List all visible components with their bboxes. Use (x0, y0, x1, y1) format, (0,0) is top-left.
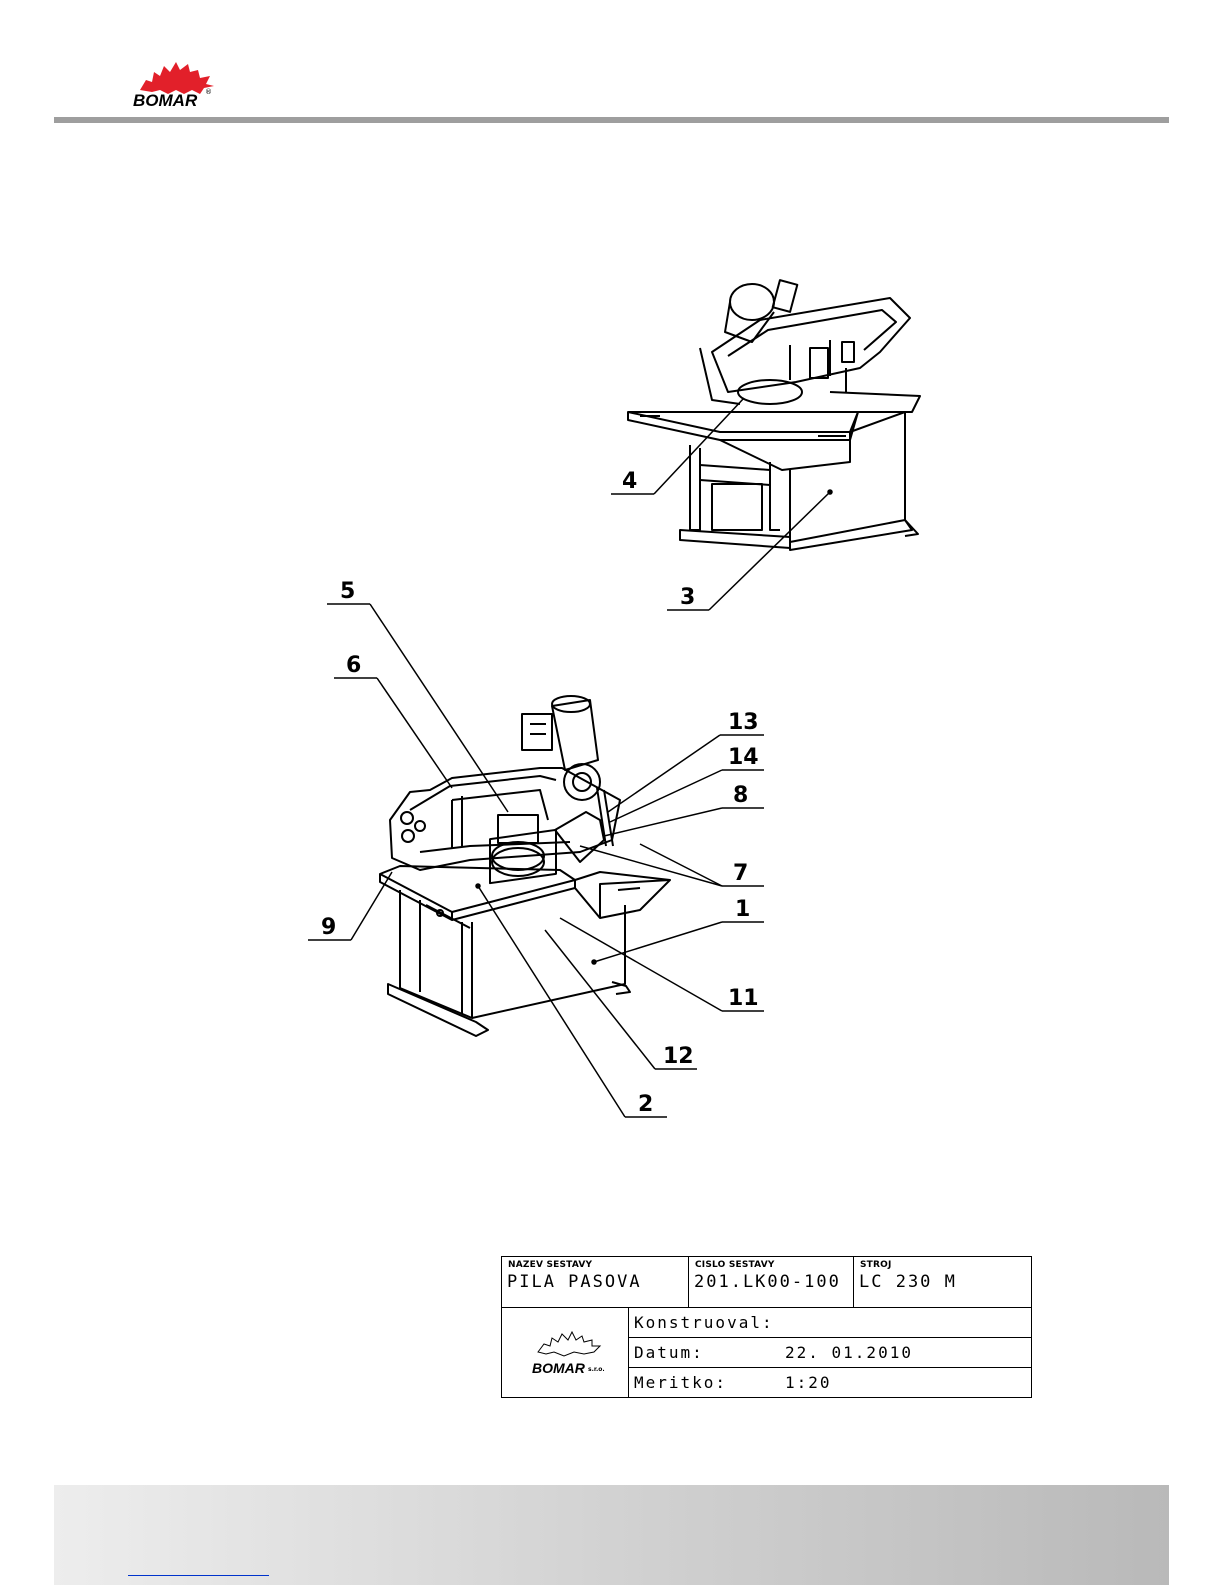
callout-8: 8 (733, 783, 748, 808)
callout-12: 12 (663, 1044, 694, 1069)
stegosaurus-outline-icon (534, 1330, 604, 1358)
assembly-name-label: NAZEV SESTAVY (508, 1260, 592, 1270)
machine-value: LC 230 M (859, 1272, 957, 1292)
date-label: Datum: (634, 1343, 704, 1362)
scale-row: Meritko: 1:20 (629, 1368, 1031, 1397)
footer-band (54, 1485, 1169, 1585)
designed-by-row: Konstruoval: (629, 1308, 1031, 1338)
callout-9: 9 (321, 915, 336, 940)
machine-cell: STROJ LC 230 M (854, 1257, 1031, 1308)
assembly-name: PILA PASOVA (507, 1272, 642, 1292)
date-row: Datum: 22. 01.2010 (629, 1338, 1031, 1368)
title-logo-suffix: s.r.o. (588, 1366, 605, 1373)
assembly-number-cell: CISLO SESTAVY 201.LK00-100 (689, 1257, 854, 1308)
callout-13: 13 (728, 710, 759, 735)
footer-link[interactable] (128, 1574, 269, 1576)
assembly-number-label: CISLO SESTAVY (695, 1260, 775, 1270)
designed-by-label: Konstruoval: (634, 1313, 774, 1332)
machine-label: STROJ (860, 1260, 892, 1270)
title-block: NAZEV SESTAVY PILA PASOVA CISLO SESTAVY … (501, 1256, 1032, 1398)
callout-3: 3 (680, 585, 695, 610)
title-logo-text: BOMAR (532, 1360, 585, 1376)
callout-2: 2 (638, 1092, 653, 1117)
callout-5: 5 (340, 579, 355, 604)
scale-value: 1:20 (785, 1373, 832, 1392)
scale-label: Meritko: (634, 1373, 727, 1392)
callout-4: 4 (622, 469, 637, 494)
date-value: 22. 01.2010 (785, 1343, 913, 1362)
assembly-name-cell: NAZEV SESTAVY PILA PASOVA (502, 1257, 689, 1308)
title-logo-cell: BOMAR s.r.o. (502, 1308, 629, 1397)
callout-14: 14 (728, 745, 759, 770)
callout-1: 1 (735, 897, 750, 922)
callout-6: 6 (346, 653, 361, 678)
rear-view (628, 280, 920, 550)
callout-11: 11 (728, 986, 759, 1011)
assembly-number: 201.LK00-100 (694, 1272, 841, 1292)
callout-7: 7 (733, 861, 748, 886)
